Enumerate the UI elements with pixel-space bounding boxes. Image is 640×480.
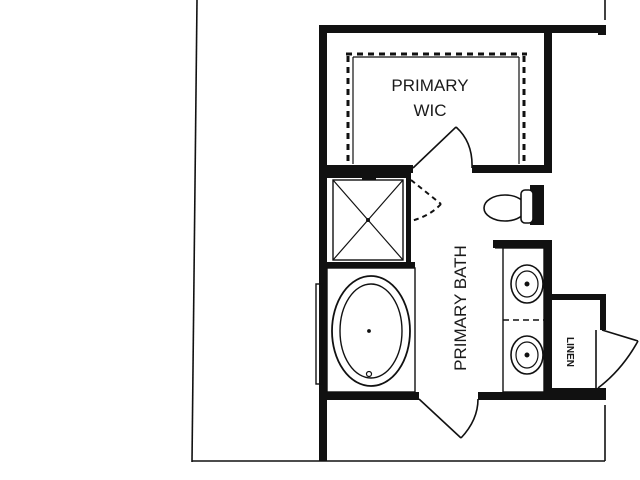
linen-label: LINEN bbox=[564, 337, 575, 367]
shower-drain-icon bbox=[366, 218, 370, 222]
bath-entry-door bbox=[418, 398, 479, 439]
vanity bbox=[502, 247, 545, 393]
toilet-icon bbox=[483, 189, 534, 224]
shower bbox=[332, 174, 404, 261]
outer-boundary bbox=[191, 0, 606, 463]
linen-door bbox=[595, 329, 639, 389]
bath-label: PRIMARY BATH bbox=[451, 245, 470, 371]
sink-icon bbox=[510, 335, 544, 375]
bathtub bbox=[315, 267, 416, 393]
sink-icon bbox=[510, 264, 544, 304]
tub-drain-icon bbox=[365, 370, 373, 378]
closet-shelving bbox=[346, 52, 527, 164]
shower-door bbox=[410, 179, 442, 222]
closet-door bbox=[412, 126, 473, 169]
closet-label-line1: PRIMARY bbox=[391, 76, 468, 95]
closet-label-line2: WIC bbox=[413, 101, 446, 120]
